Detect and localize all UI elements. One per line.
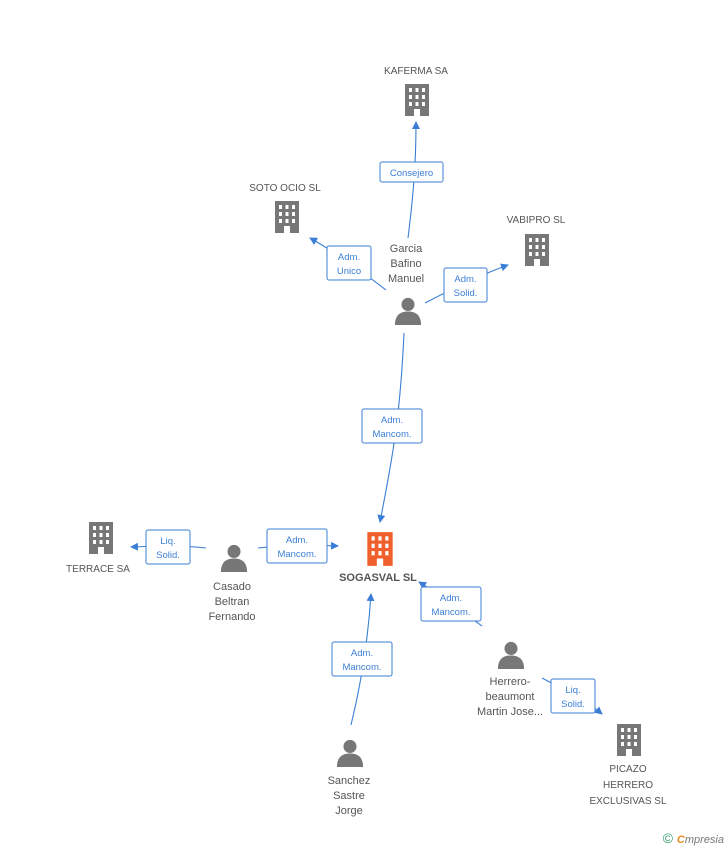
company-name: VABIPRO SL [507, 215, 566, 226]
company-node-vabipro[interactable]: VABIPRO SL [507, 215, 566, 266]
building-icon [525, 234, 549, 266]
relation-label-text: Solid. [156, 550, 180, 561]
relation-label-liq-solid-herrero: Liq. Solid. [550, 678, 596, 714]
company-node-kaferma[interactable]: KAFERMA SA [384, 66, 448, 116]
person-name-line: Sastre [333, 790, 365, 802]
company-name: KAFERMA SA [384, 66, 448, 77]
company-node-picazo[interactable]: PICAZO HERRERO EXCLUSIVAS SL [589, 724, 667, 807]
copyright-symbol: © [662, 830, 673, 846]
brand-logo-letter: C [676, 834, 685, 846]
relation-label-text: Consejero [390, 168, 433, 179]
relation-label-text: Solid. [454, 288, 478, 299]
relation-label-adm-mancom-sanchez: Adm. Mancom. [331, 641, 393, 677]
brand-watermark: ©Cmpresia [663, 830, 724, 846]
building-icon [89, 522, 113, 554]
building-icon [617, 724, 641, 756]
relation-label-text: Liq. [160, 536, 175, 547]
person-node-sanchez[interactable]: Sanchez Sastre Jorge [328, 739, 371, 817]
person-name-line: beaumont [486, 691, 535, 703]
relation-label-text: Mancom. [342, 662, 381, 673]
person-node-herrero[interactable]: Herrero- beaumont Martin Jose... [477, 641, 543, 718]
relation-label-text: Unico [337, 266, 361, 277]
person-icon [220, 544, 248, 572]
brand-logo-text: mpresia [684, 834, 724, 846]
person-name-line: Casado [213, 581, 251, 593]
relation-label-text: Liq. [565, 685, 580, 696]
person-name-line: Fernando [208, 611, 255, 623]
person-name-line: Bafino [390, 258, 421, 270]
company-name: SOTO OCIO SL [249, 183, 321, 194]
relation-label-text: Solid. [561, 699, 585, 710]
relation-label-liq-solid-casado: Liq. Solid. [145, 529, 191, 565]
building-icon [405, 84, 429, 116]
relation-label-text: Adm. [351, 648, 373, 659]
company-name-line: EXCLUSIVAS SL [589, 796, 667, 807]
company-name-center: SOGASVAL SL [339, 572, 417, 584]
person-icon [394, 297, 422, 325]
person-icon [336, 739, 364, 767]
person-name-line: Herrero- [490, 676, 531, 688]
person-name-line: Jorge [335, 805, 363, 817]
company-node-terrace[interactable]: TERRACE SA [66, 522, 130, 575]
relation-label-adm-mancom-herrero: Adm. Mancom. [420, 586, 482, 622]
relation-label-adm-solid: Adm. Solid. [443, 267, 488, 303]
edge-labels: Consejero Adm. Unico Adm. Solid. Adm. Ma… [145, 161, 596, 714]
relation-label-text: Adm. [440, 593, 462, 604]
relation-label-text: Mancom. [372, 429, 411, 440]
company-name: TERRACE SA [66, 564, 130, 575]
relation-label-adm-mancom-garcia: Adm. Mancom. [361, 408, 423, 444]
relation-label-text: Adm. [381, 415, 403, 426]
person-name-line: Beltran [215, 596, 250, 608]
company-name-line: PICAZO [609, 764, 646, 775]
relation-label-text: Adm. [338, 252, 360, 263]
person-node-garcia[interactable]: Garcia Bafino Manuel [388, 243, 424, 325]
relation-label-text: Mancom. [431, 607, 470, 618]
person-name-line: Manuel [388, 273, 424, 285]
person-node-casado[interactable]: Casado Beltran Fernando [208, 544, 256, 623]
person-name-line: Sanchez [328, 775, 371, 787]
relation-label-adm-unico: Adm. Unico [326, 245, 372, 281]
building-icon [367, 532, 393, 566]
person-name-line: Garcia [390, 243, 423, 255]
relation-label-text: Adm. [454, 274, 476, 285]
relation-label-text: Adm. [286, 535, 308, 546]
relation-label-adm-mancom-casado: Adm. Mancom. [266, 528, 328, 564]
person-name-line: Martin Jose... [477, 706, 543, 718]
company-node-soto-ocio[interactable]: SOTO OCIO SL [249, 183, 321, 233]
company-node-sogasval[interactable]: SOGASVAL SL [339, 532, 417, 584]
building-icon [275, 201, 299, 233]
person-icon [497, 641, 525, 669]
company-name-line: HERRERO [603, 780, 653, 791]
relation-label-consejero: Consejero [379, 161, 444, 183]
relation-label-text: Mancom. [277, 549, 316, 560]
